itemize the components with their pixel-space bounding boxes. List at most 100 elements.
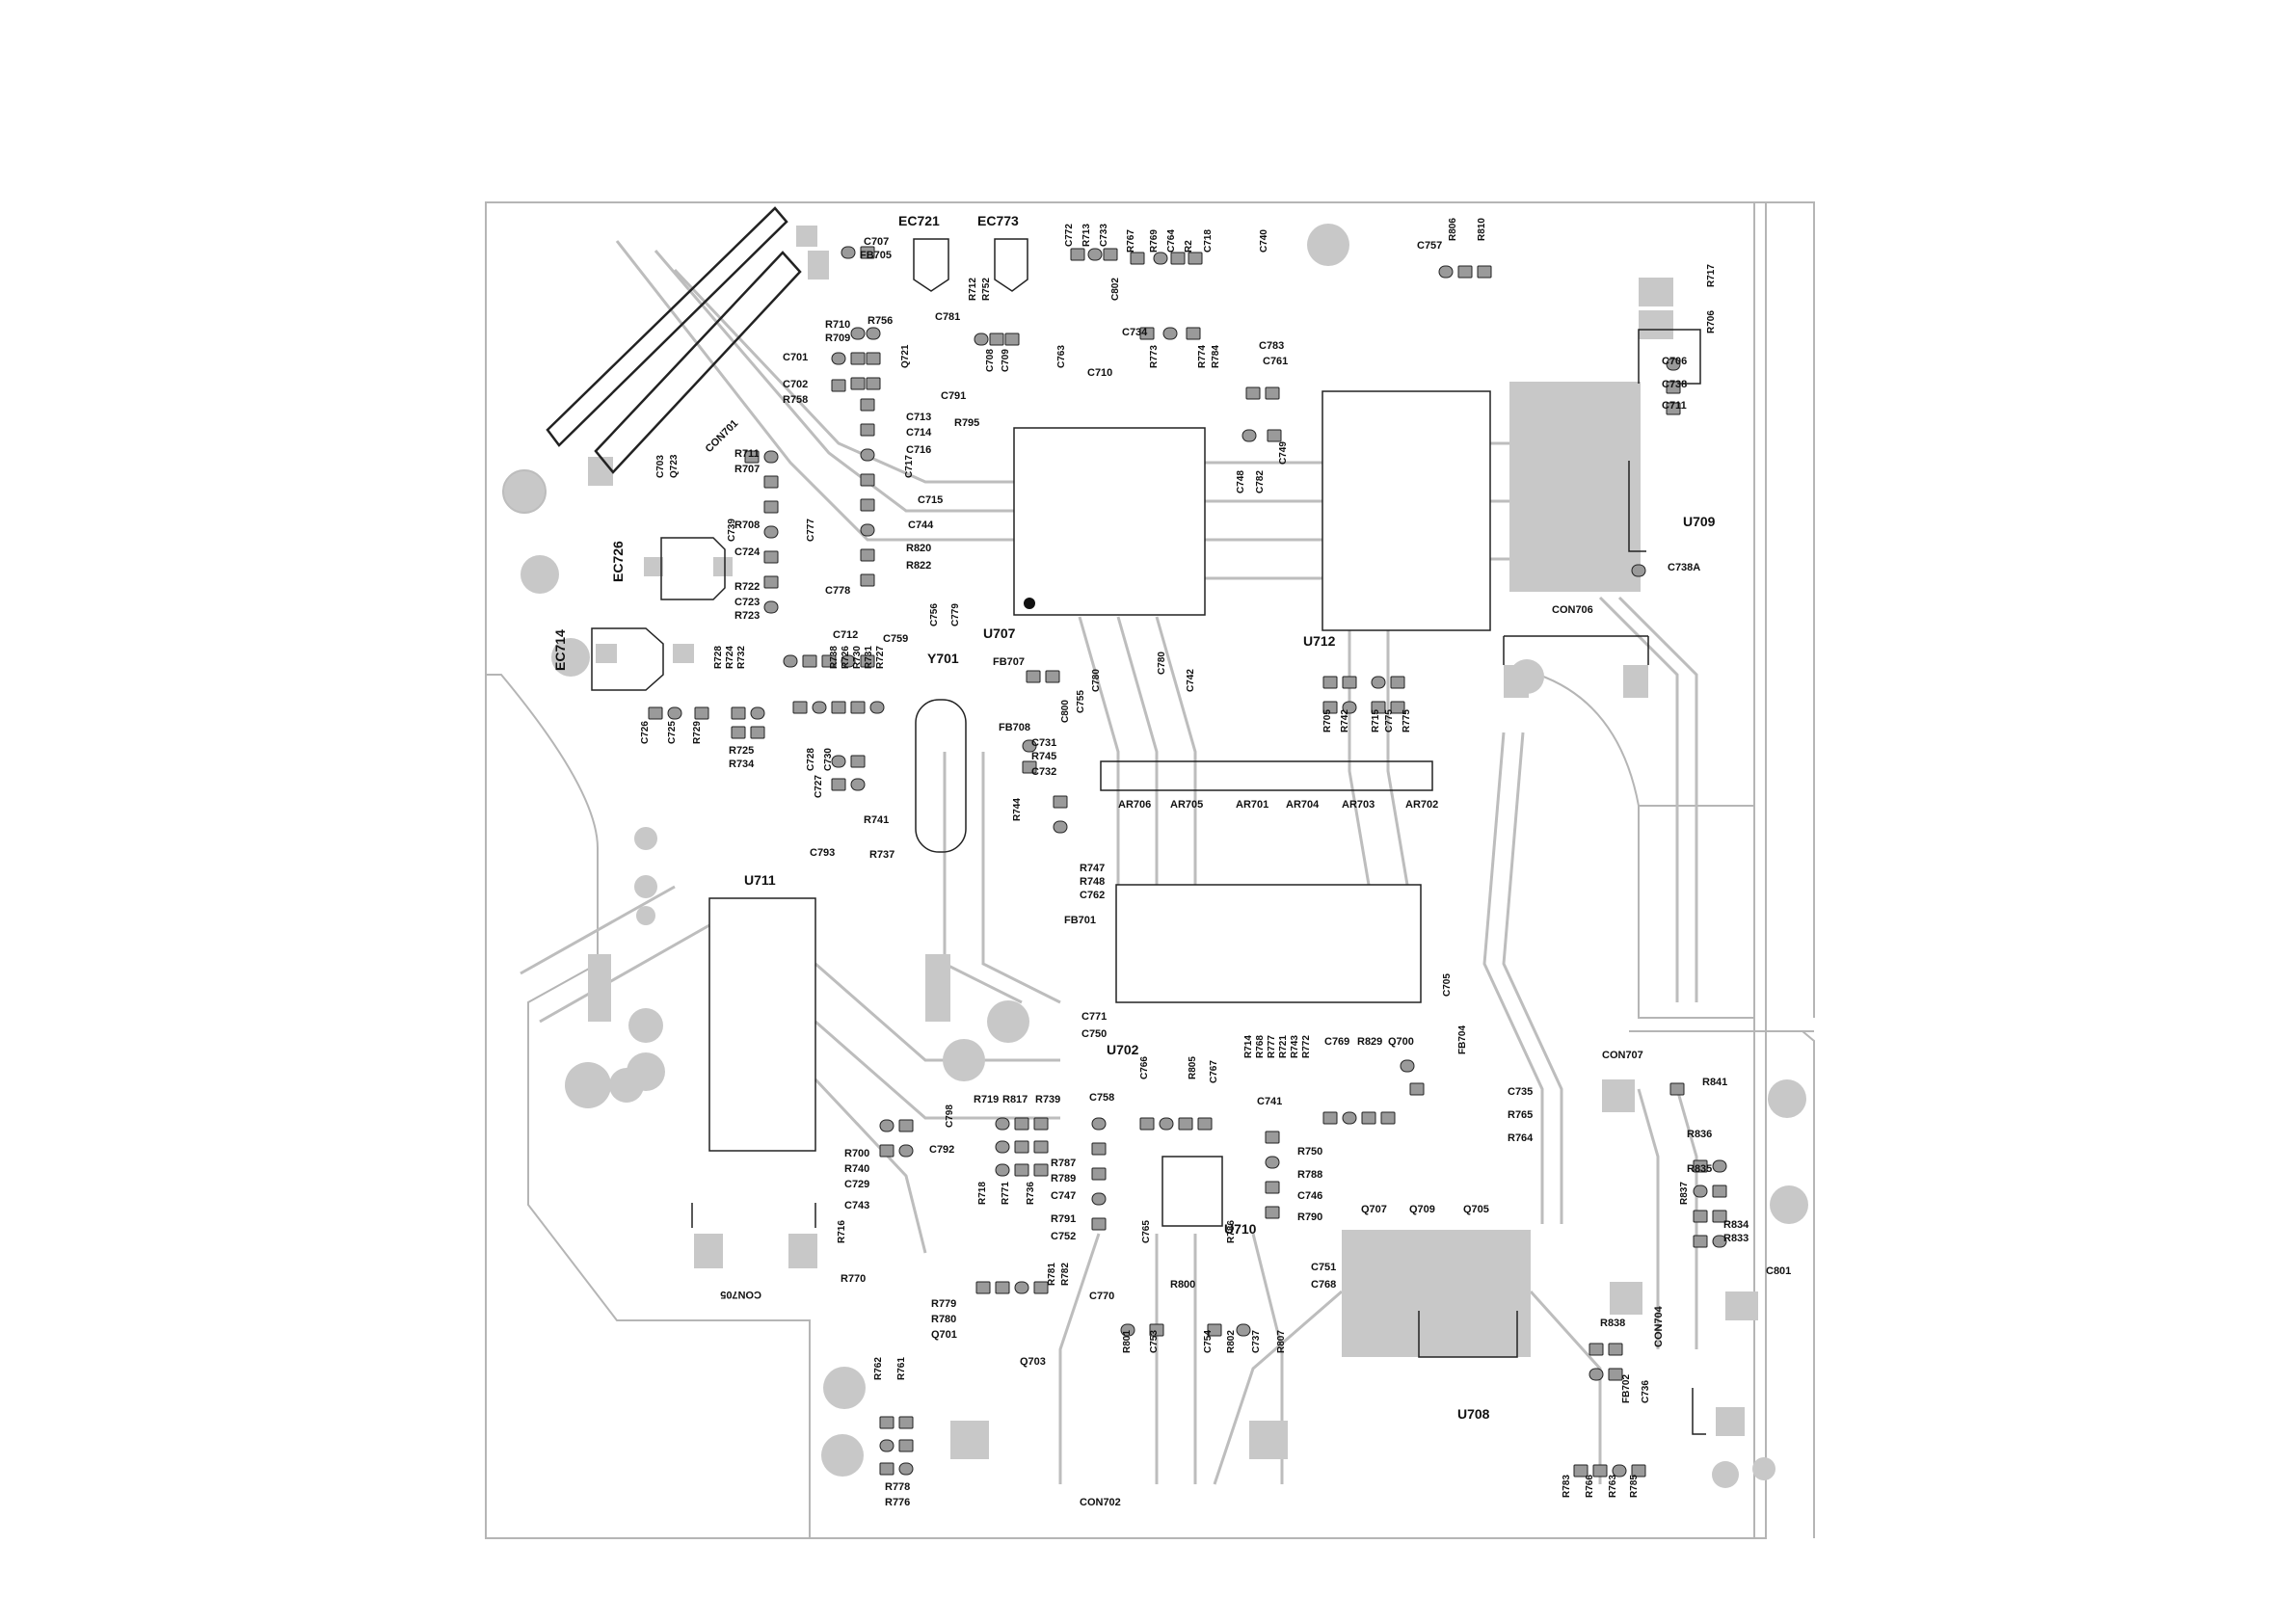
component-label-c801: C801 [1766, 1265, 1791, 1277]
component-label-r729: R729 [692, 721, 703, 744]
component-label-r2: R2 [1184, 240, 1194, 253]
component-label-r711: R711 [734, 448, 760, 460]
component-label-r822: R822 [906, 560, 931, 572]
component-label-r769: R769 [1149, 229, 1160, 253]
component-label-c770: C770 [1089, 1291, 1114, 1302]
passive-pad [850, 377, 866, 390]
component-label-r738: R738 [829, 646, 840, 669]
big-label-ec726: EC726 [610, 541, 626, 582]
passive-pad [1091, 1192, 1107, 1206]
component-label-c783: C783 [1259, 340, 1284, 352]
component-label-c703: C703 [655, 455, 666, 478]
passive-pad [1236, 1323, 1251, 1337]
component-label-r774: R774 [1197, 345, 1208, 368]
passive-pad [1265, 1156, 1280, 1169]
component-label-r714: R714 [1243, 1035, 1254, 1058]
component-label-r756: R756 [868, 315, 893, 327]
passive-pad [1241, 429, 1257, 442]
component-label-fb707: FB707 [993, 656, 1025, 668]
connector-label-con707: CON707 [1602, 1050, 1643, 1061]
component-label-c729: C729 [844, 1179, 869, 1190]
component-label-c732: C732 [1031, 766, 1056, 778]
component-label-r835: R835 [1687, 1163, 1712, 1175]
component-label-c706: C706 [1662, 356, 1687, 367]
component-label-c702: C702 [783, 379, 808, 390]
component-label-r708: R708 [734, 519, 760, 531]
passive-pad [1666, 358, 1681, 371]
component-label-r791: R791 [1051, 1213, 1076, 1225]
passive-pad [1371, 676, 1386, 689]
passive-pad [1669, 1082, 1685, 1096]
component-label-r784: R784 [1211, 345, 1221, 368]
component-label-r726: R726 [841, 646, 851, 669]
passive-pad [860, 523, 875, 537]
component-label-r762: R762 [873, 1357, 884, 1380]
component-label-c742: C742 [1186, 669, 1196, 692]
component-label-r807: R807 [1276, 1330, 1287, 1353]
component-label-c705: C705 [1442, 973, 1453, 997]
component-label-c733: C733 [1099, 224, 1109, 247]
component-label-c736: C736 [1641, 1380, 1651, 1403]
component-label-r758: R758 [783, 394, 808, 406]
component-label-r783: R783 [1562, 1475, 1572, 1498]
component-label-r717: R717 [1706, 264, 1717, 287]
passive-pad [1342, 676, 1357, 689]
component-label-r723: R723 [734, 610, 760, 622]
component-label-c744: C744 [908, 519, 934, 531]
component-label-c791: C791 [941, 390, 966, 402]
passive-pad [1438, 265, 1454, 279]
component-label-r788: R788 [1297, 1169, 1322, 1181]
ic-label-u702: U702 [1107, 1042, 1139, 1057]
component-label-r705: R705 [1322, 709, 1333, 732]
component-label-r782: R782 [1060, 1263, 1071, 1286]
component-label-r715: R715 [1371, 709, 1381, 732]
component-label-r767: R767 [1126, 229, 1136, 253]
component-label-fb708: FB708 [999, 722, 1030, 733]
passive-pad [1207, 1323, 1222, 1337]
component-label-r836: R836 [1687, 1129, 1712, 1140]
passive-pad [831, 778, 846, 791]
passive-pad [831, 352, 846, 365]
passive-pad [1592, 1464, 1608, 1478]
component-outlines [546, 206, 1706, 1435]
component-label-c762: C762 [1080, 890, 1105, 901]
component-label-c734: C734 [1122, 327, 1148, 338]
component-label-c707: C707 [864, 236, 889, 248]
passive-pad [898, 1416, 914, 1429]
passive-pad [1693, 1185, 1708, 1198]
component-label-r741: R741 [864, 814, 889, 826]
component-label-c727: C727 [814, 775, 824, 798]
passive-pad [1477, 265, 1492, 279]
component-label-c714: C714 [906, 427, 932, 439]
component-label-ar705: AR705 [1170, 799, 1203, 811]
passive-pad [898, 1144, 914, 1158]
passive-pad [841, 654, 856, 668]
component-label-r713: R713 [1081, 224, 1092, 247]
passive-pad [750, 726, 765, 739]
component-label-r779: R779 [931, 1298, 956, 1310]
component-label-r778: R778 [885, 1481, 910, 1493]
component-label-c747: C747 [1051, 1190, 1076, 1202]
component-label-c780: C780 [1091, 669, 1102, 692]
component-label-c756: C756 [929, 603, 940, 626]
passive-pad [974, 333, 989, 346]
component-label-c712: C712 [833, 629, 858, 641]
passive-pad [1245, 386, 1261, 400]
passive-pad [898, 1119, 914, 1132]
passive-pad [1322, 701, 1338, 714]
passive-pad [1139, 1117, 1155, 1131]
component-label-c717: C717 [904, 455, 915, 478]
passive-pad [763, 550, 779, 564]
passive-pad [831, 755, 846, 768]
component-label-r829: R829 [1357, 1036, 1382, 1048]
passive-pad [1170, 252, 1186, 265]
component-label-r765: R765 [1508, 1109, 1533, 1121]
component-label-r722: R722 [734, 581, 760, 593]
passive-pad [989, 333, 1004, 346]
passive-pad [975, 1281, 991, 1294]
component-label-r841: R841 [1702, 1077, 1727, 1088]
passive-pad [841, 246, 856, 259]
component-label-c766: C766 [1139, 1056, 1150, 1079]
component-label-c780: C780 [1157, 652, 1167, 675]
